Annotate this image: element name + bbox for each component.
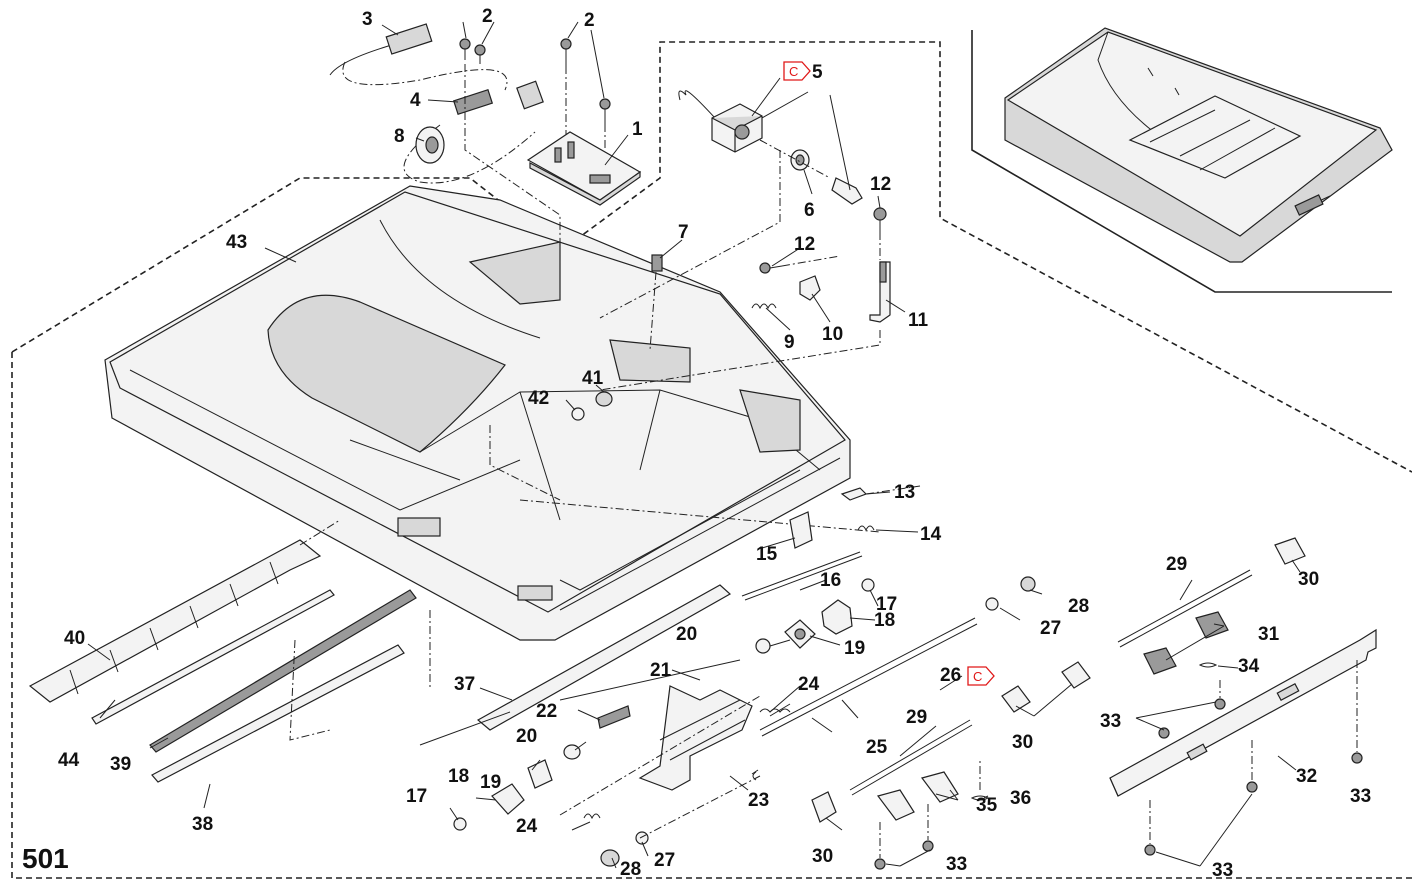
- callout-c44: 44: [58, 750, 80, 771]
- callout-c33c: 33: [946, 854, 967, 875]
- callout-c33b: 33: [1350, 786, 1371, 807]
- callout-c21: 21: [650, 660, 672, 681]
- leader-lines: [87, 21, 1301, 869]
- callout-c26: 26: [940, 665, 961, 686]
- callout-c38: 38: [192, 814, 213, 835]
- callout-c34: 34: [1238, 656, 1260, 677]
- callout-c24a: 24: [798, 674, 820, 695]
- callout-c31: 31: [1258, 624, 1280, 645]
- callout-c1: 1: [632, 119, 643, 140]
- callout-c3: 3: [362, 9, 373, 30]
- callout-c39: 39: [110, 754, 131, 775]
- caution-mark-2-text: C: [973, 669, 982, 684]
- callout-c2b: 2: [584, 10, 595, 31]
- callout-c24b: 24: [516, 816, 538, 837]
- callout-c23: 23: [748, 790, 769, 811]
- solenoid-assembly-part-5: [599, 90, 863, 351]
- callout-c20b: 20: [516, 726, 537, 747]
- callout-c27b: 27: [654, 850, 675, 871]
- callout-c6: 6: [804, 200, 815, 221]
- callout-c25: 25: [866, 737, 888, 758]
- callout-c12a: 12: [870, 174, 891, 195]
- washer-parts-41-42: [489, 391, 613, 501]
- callout-c30a: 30: [1298, 569, 1319, 590]
- assembled-unit-inset: [1004, 27, 1393, 263]
- callout-c15: 15: [756, 544, 778, 565]
- callout-c42: 42: [528, 388, 549, 409]
- callout-c19b: 19: [480, 772, 501, 793]
- callout-c8: 8: [394, 126, 405, 147]
- callout-c33d: 33: [1212, 860, 1233, 881]
- callout-c11: 11: [908, 310, 929, 331]
- pcb-part-1: [526, 131, 642, 206]
- callout-c18b: 18: [448, 766, 469, 787]
- callout-c18a: 18: [874, 610, 895, 631]
- harness-parts: [329, 23, 611, 250]
- caution-mark-1: C: [783, 61, 811, 81]
- callout-c29a: 29: [1166, 554, 1187, 575]
- roller-assembly: [453, 485, 1306, 867]
- callout-c19a: 19: [844, 638, 865, 659]
- callout-c7: 7: [678, 222, 689, 243]
- callout-c12b: 12: [794, 234, 815, 255]
- figure-number: 501: [22, 843, 69, 874]
- callout-c33a: 33: [1100, 711, 1121, 732]
- callout-c32: 32: [1296, 766, 1317, 787]
- callout-c9: 9: [784, 332, 795, 353]
- callout-c27a: 27: [1040, 618, 1061, 639]
- guide-parts: [28, 519, 732, 783]
- callout-c36: 36: [1010, 788, 1031, 809]
- callout-c4: 4: [410, 90, 421, 111]
- lever-parts: [599, 207, 891, 391]
- caution-mark-2: C: [967, 666, 995, 686]
- callout-c17a: 17: [876, 594, 897, 615]
- callout-c35: 35: [976, 795, 998, 816]
- callout-c28a: 28: [1068, 596, 1089, 617]
- callout-c41: 41: [582, 368, 604, 389]
- callout-c30c: 30: [812, 846, 833, 867]
- callout-c30b: 30: [1012, 732, 1033, 753]
- callout-c2a: 2: [482, 6, 493, 27]
- top-cover-part-43: [104, 185, 851, 641]
- callout-c10: 10: [822, 324, 843, 345]
- caution-mark-1-text: C: [789, 64, 798, 79]
- callout-c5: 5: [812, 62, 823, 83]
- callout-c28b: 28: [620, 859, 641, 880]
- callout-c43: 43: [226, 232, 247, 253]
- callout-c14: 14: [920, 524, 942, 545]
- callout-c17b: 17: [406, 786, 427, 807]
- callout-c20a: 20: [676, 624, 697, 645]
- callout-c13: 13: [894, 482, 915, 503]
- callout-c37: 37: [454, 674, 475, 695]
- callout-c40: 40: [64, 628, 85, 649]
- callout-c29b: 29: [906, 707, 927, 728]
- bracket-parts: [874, 611, 1377, 870]
- callout-c22: 22: [536, 701, 557, 722]
- callout-c16: 16: [820, 570, 841, 591]
- boundary-lines: [11, 30, 1412, 879]
